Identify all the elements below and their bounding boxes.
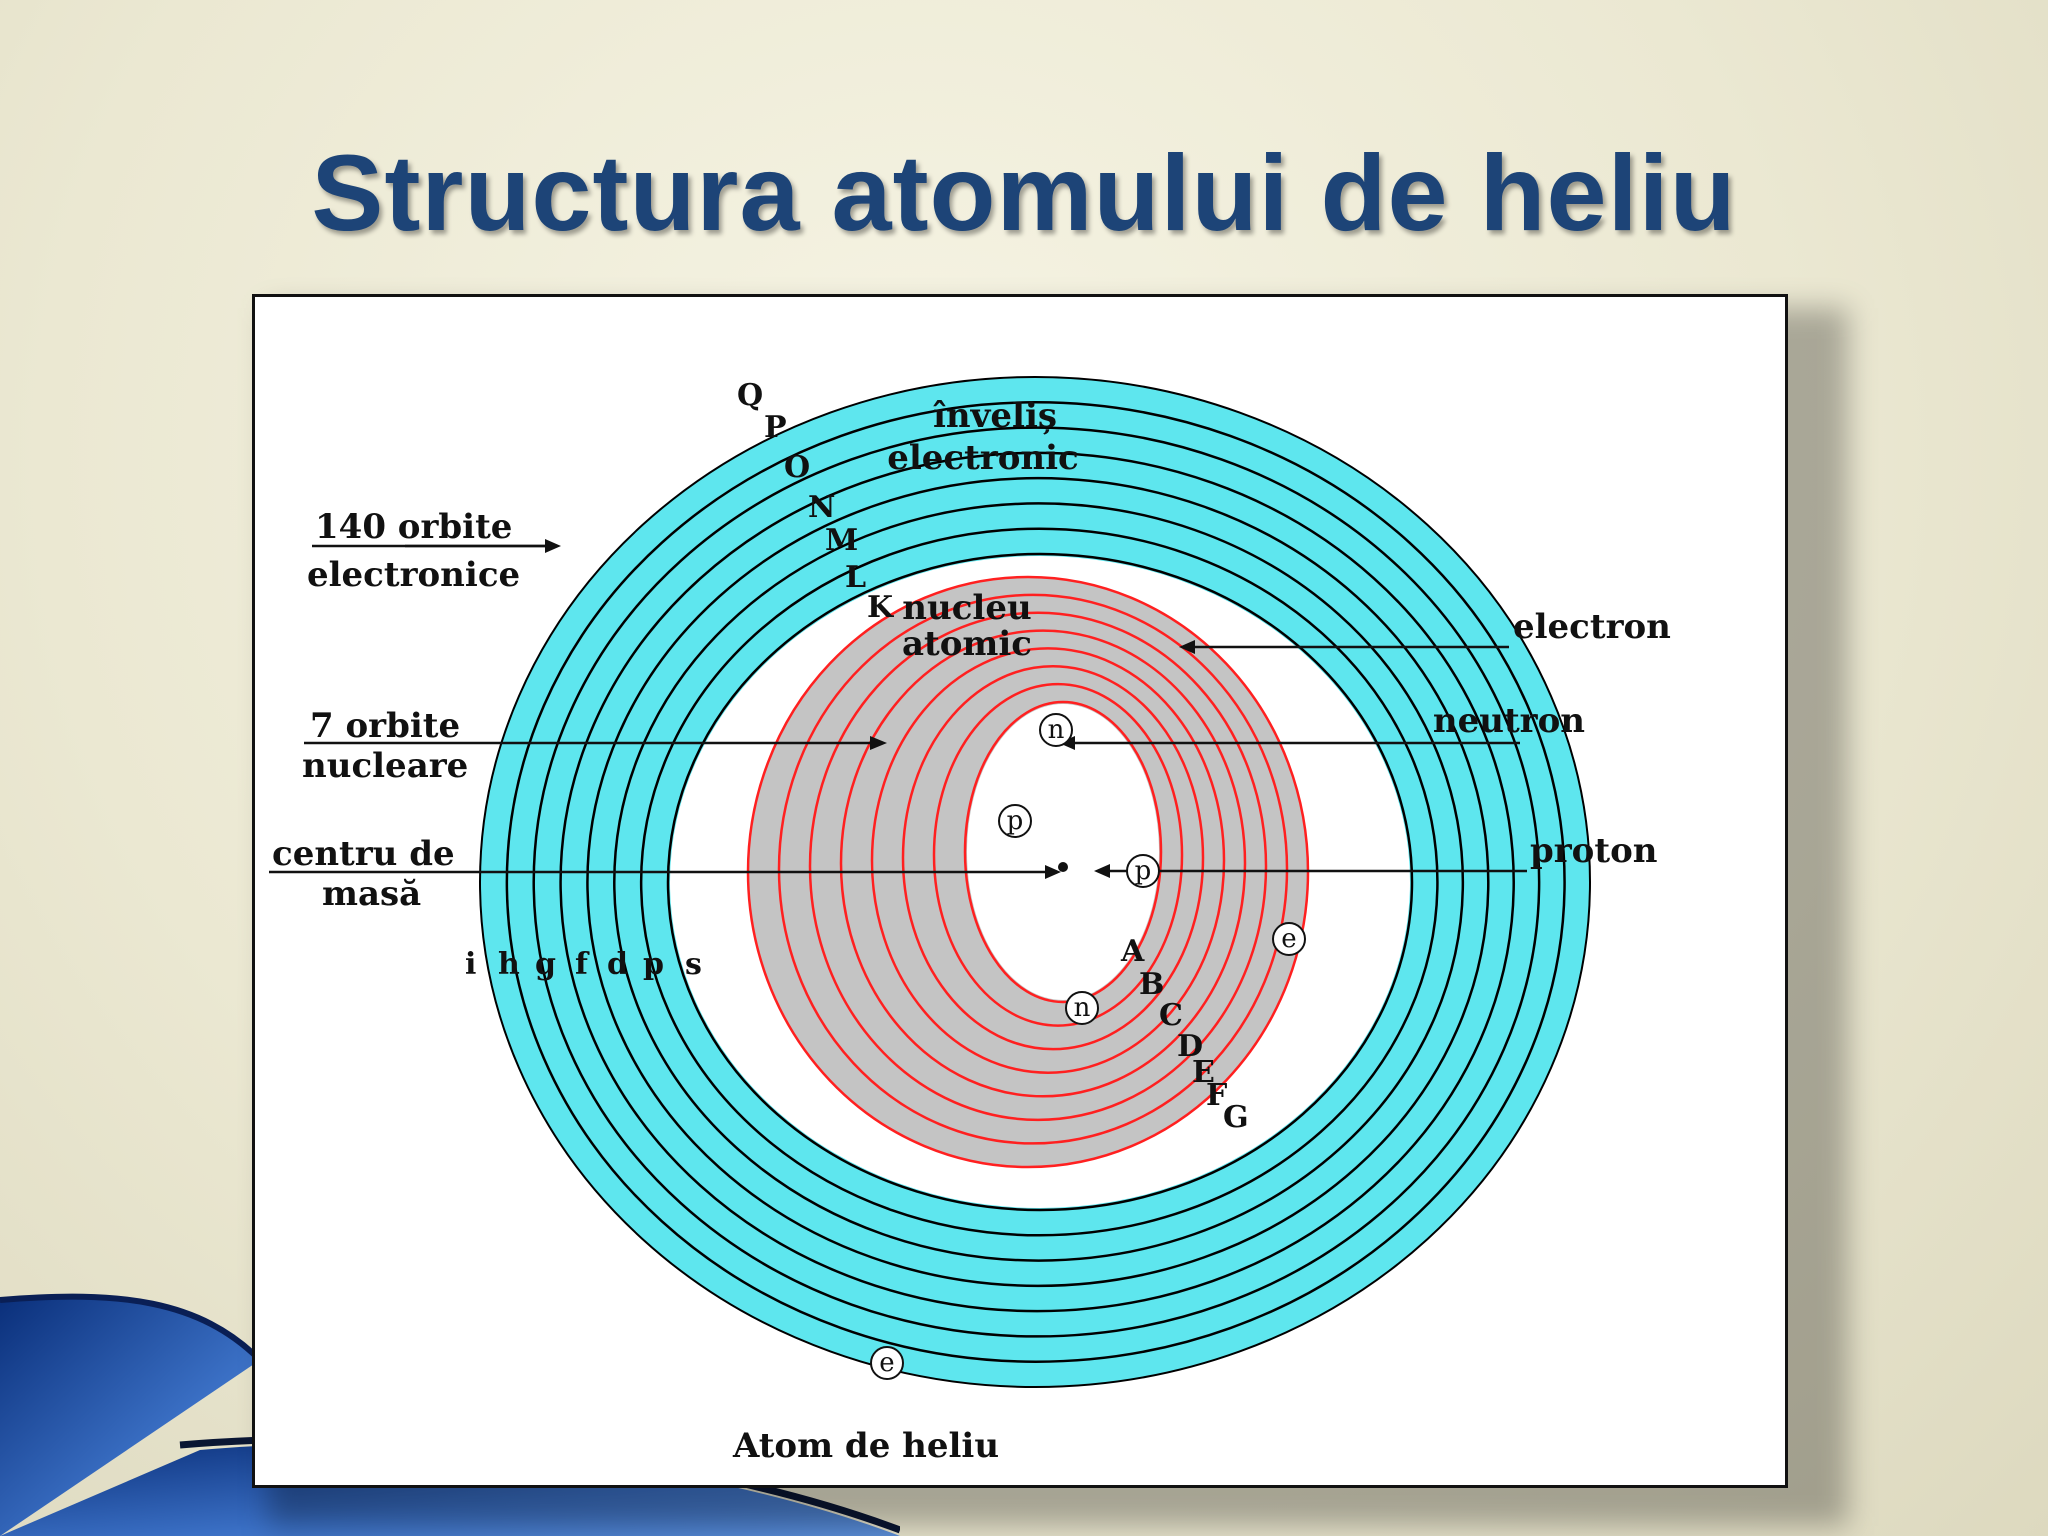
nuclear-orbit bbox=[901, 665, 1205, 1051]
proton-particle: p bbox=[998, 804, 1032, 838]
orbital-letter: f bbox=[575, 947, 590, 982]
shell-letter: L bbox=[845, 560, 866, 595]
nuclear-letter: B bbox=[1139, 967, 1164, 1002]
label-electron: electron bbox=[1513, 607, 1671, 647]
nuclear-letter: G bbox=[1223, 1100, 1249, 1135]
shell-letter: O bbox=[784, 450, 810, 485]
nuclear-letter: D bbox=[1177, 1029, 1203, 1064]
svg-text:n: n bbox=[1048, 715, 1065, 745]
nuclear-letter: A bbox=[1120, 934, 1145, 969]
electron-orbit bbox=[559, 451, 1515, 1313]
shell-letter: Q bbox=[737, 378, 763, 413]
electron-orbit bbox=[586, 476, 1490, 1288]
label-electron-orbits-1: 140 orbite bbox=[315, 507, 512, 547]
svg-text:p: p bbox=[1135, 856, 1152, 886]
diagram-caption: Atom de heliu bbox=[732, 1426, 999, 1466]
electron-orbit bbox=[532, 426, 1541, 1338]
electron-orbit bbox=[666, 552, 1414, 1212]
label-center-of-mass-1: centru de bbox=[272, 834, 455, 874]
shell-letter: M bbox=[825, 523, 858, 558]
shell-letter: P bbox=[764, 410, 787, 445]
nuclear-orbit bbox=[839, 629, 1247, 1098]
nuclear-orbit bbox=[870, 647, 1226, 1074]
orbital-letter: g bbox=[535, 947, 556, 982]
shell-letter: N bbox=[808, 490, 835, 525]
slide-title: Structura atomului de heliu bbox=[311, 132, 1737, 253]
center-of-mass-dot bbox=[1058, 862, 1068, 872]
nuclear-orbit bbox=[932, 682, 1184, 1027]
electron-orbit bbox=[613, 502, 1465, 1262]
neutron-particle: n bbox=[1039, 713, 1073, 747]
shell-letter: K bbox=[867, 590, 894, 625]
orbital-letter: d bbox=[607, 947, 628, 982]
nuclear-letter: E bbox=[1192, 1055, 1215, 1090]
nuclear-orbit bbox=[777, 593, 1289, 1145]
label-nucleus-1: nucleu bbox=[902, 588, 1031, 628]
nuclear-orbit bbox=[963, 700, 1163, 1004]
label-electron-orbits-2: electronice bbox=[307, 555, 520, 595]
label-envelope-1: înveliș bbox=[933, 396, 1057, 436]
orbital-letter: p bbox=[643, 947, 664, 982]
label-nucleus-2: atomic bbox=[902, 624, 1032, 664]
electron-orbit bbox=[505, 401, 1566, 1363]
svg-text:n: n bbox=[1074, 993, 1091, 1023]
label-nuclear-orbits-2: nucleare bbox=[302, 746, 468, 786]
label-envelope-2: electronic bbox=[887, 438, 1079, 478]
nuclear-letter: F bbox=[1206, 1078, 1227, 1113]
nuclear-orbit bbox=[808, 611, 1268, 1122]
pointer-lines bbox=[269, 544, 1527, 874]
svg-text:p: p bbox=[1007, 806, 1024, 836]
label-proton: proton bbox=[1530, 831, 1657, 871]
electron-particle: e bbox=[1272, 922, 1306, 956]
corner-swoosh-decoration bbox=[0, 1293, 900, 1536]
svg-text:e: e bbox=[1281, 924, 1296, 954]
neutron-particle: n bbox=[1065, 991, 1099, 1025]
svg-text:e: e bbox=[879, 1348, 894, 1378]
electron-particle: e bbox=[870, 1346, 904, 1380]
orbital-letter: h bbox=[498, 947, 520, 982]
nucleus-center-hole bbox=[967, 704, 1159, 1000]
label-center-of-mass-2: masă bbox=[322, 874, 421, 914]
electron-orbit bbox=[639, 527, 1439, 1237]
label-neutron: neutron bbox=[1433, 701, 1585, 741]
arrow-heads bbox=[545, 539, 1195, 879]
label-nuclear-orbits-1: 7 orbite bbox=[310, 706, 460, 746]
nuclear-letter: C bbox=[1159, 998, 1183, 1033]
orbital-letter: i bbox=[465, 947, 476, 982]
orbital-letter: s bbox=[685, 947, 702, 982]
atom-diagram-frame: 140 orbite electronice înveliș electroni… bbox=[252, 294, 1788, 1488]
proton-particle: p bbox=[1126, 854, 1160, 888]
atom-diagram: 140 orbite electronice înveliș electroni… bbox=[269, 376, 1671, 1466]
